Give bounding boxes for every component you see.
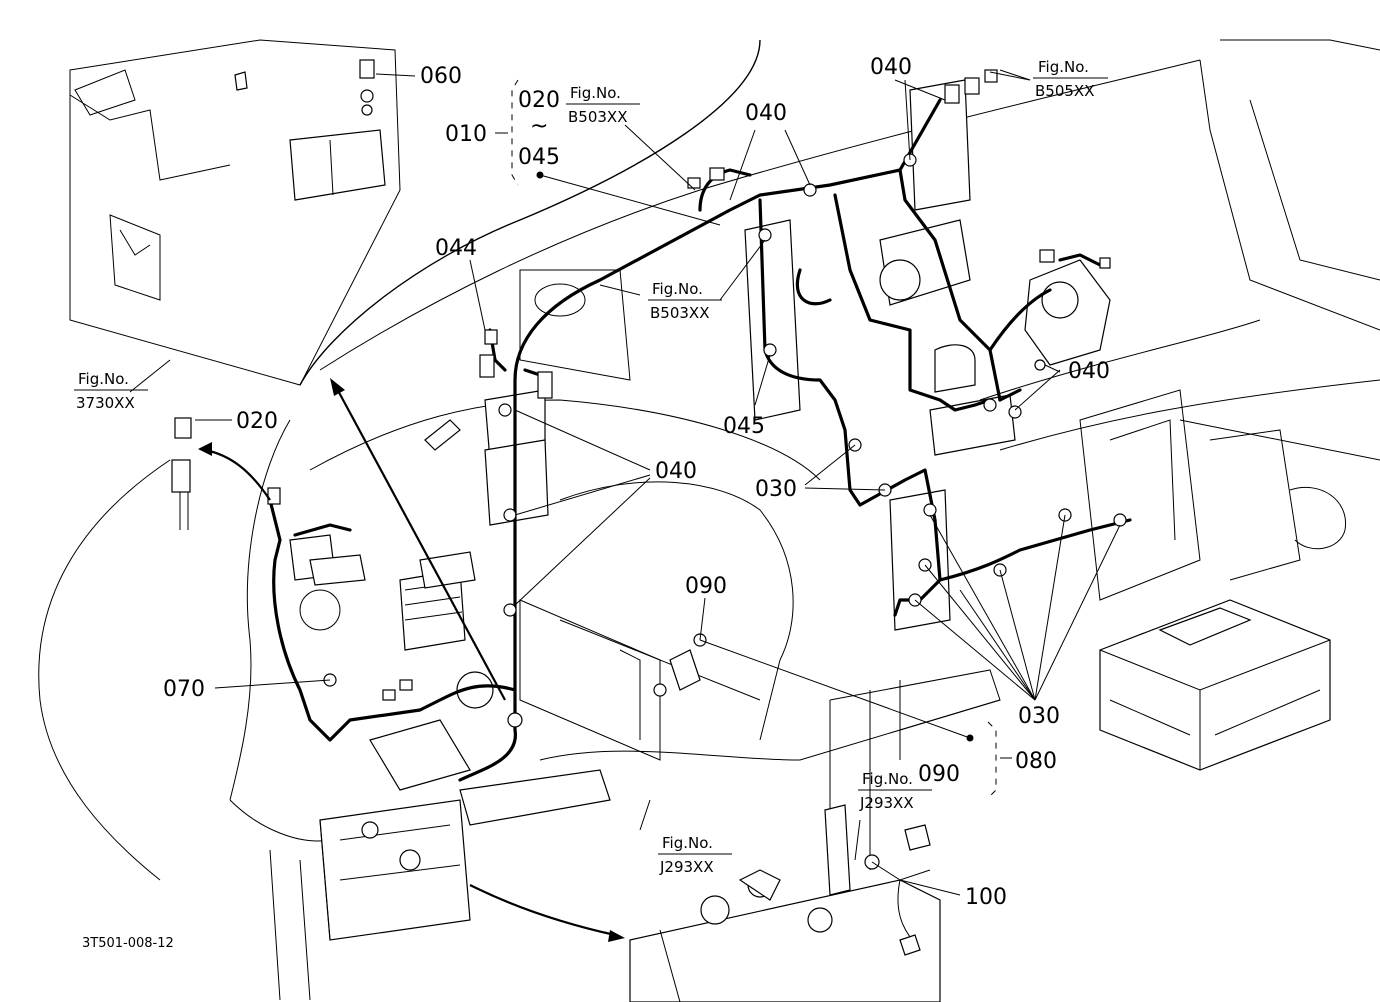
- fig-ref-2-code: B505XX: [1035, 82, 1094, 100]
- connectors: [171, 59, 1127, 728]
- leader-dot-045: [536, 171, 544, 179]
- callout-040-top-right: 040: [870, 55, 912, 80]
- callout-040-top-center: 040: [745, 101, 787, 126]
- callout-040-mid-left: 040: [655, 459, 697, 484]
- fig-ref-4-code: 3730XX: [76, 394, 135, 412]
- fig-ref-3-label: Fig.No.: [652, 280, 703, 298]
- fig-ref-5-code: J293XX: [859, 794, 914, 812]
- callout-090-mid: 090: [685, 574, 727, 599]
- callout-labels: 060 010 020 ~ 045 040 040 044 040 045 04…: [163, 55, 1110, 910]
- callout-044: 044: [435, 236, 477, 261]
- callout-090-bottom: 090: [918, 762, 960, 787]
- wire-harness: [268, 98, 1132, 782]
- fig-ref-6-label: Fig.No.: [662, 834, 713, 852]
- callout-045-mid: 045: [723, 414, 765, 439]
- callout-100: 100: [965, 885, 1007, 910]
- fig-ref-1-label: Fig.No.: [570, 84, 621, 102]
- fig-ref-5-label: Fig.No.: [862, 770, 913, 788]
- callout-070: 070: [163, 677, 205, 702]
- fig-ref-1-code: B503XX: [568, 108, 627, 126]
- leader-lines: [129, 69, 1121, 896]
- fig-ref-2-label: Fig.No.: [1038, 58, 1089, 76]
- body-outlines: [38, 39, 1380, 1002]
- leader-dot-090: [966, 734, 974, 742]
- fig-ref-3-code: B503XX: [650, 304, 709, 322]
- callout-030-bottom: 030: [1018, 704, 1060, 729]
- callout-045-range-end: 045: [518, 145, 560, 170]
- callout-060: 060: [420, 64, 462, 89]
- drawing-code: 3T501-008-12: [82, 936, 174, 951]
- figure-references: Fig.No. B503XX Fig.No. B505XX Fig.No. B5…: [74, 58, 1108, 876]
- fig-ref-4-label: Fig.No.: [78, 370, 129, 388]
- callout-020-range-start: 020: [518, 88, 560, 113]
- callout-010: 010: [445, 122, 487, 147]
- direction-arrows: [198, 378, 625, 942]
- callout-040-right: 040: [1068, 359, 1110, 384]
- callout-020-left: 020: [236, 409, 278, 434]
- callout-range-tilde: ~: [530, 114, 548, 139]
- fig-ref-6-code: J293XX: [659, 858, 714, 876]
- callout-080: 080: [1015, 749, 1057, 774]
- callout-030-mid: 030: [755, 477, 797, 502]
